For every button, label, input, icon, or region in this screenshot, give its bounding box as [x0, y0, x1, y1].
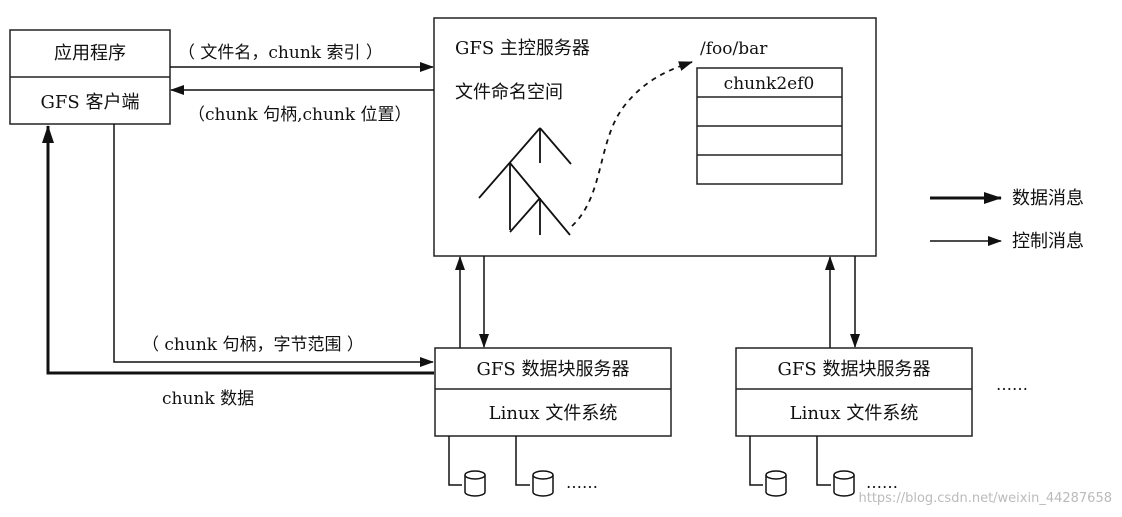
request-to-chunkserver-label: （ chunk 句柄，字节范围 ） [142, 335, 364, 355]
file-path-label: /foo/bar [700, 39, 768, 59]
legend-control-label: 控制消息 [1012, 231, 1084, 252]
chunk-data-label: chunk 数据 [162, 389, 254, 409]
gfs-client-label: GFS 客户端 [41, 92, 140, 113]
request-to-chunkserver-arrow [113, 124, 434, 367]
namespace-label: 文件命名空间 [455, 82, 563, 103]
watermark: https://blog.csdn.net/weixin_44287658 [858, 491, 1112, 506]
chunkserver2-disks [749, 436, 831, 486]
application-label: 应用程序 [54, 43, 126, 64]
chunkserver1-disks [448, 436, 530, 486]
namespace-tree-icon [478, 127, 572, 236]
legend: 数据消息 控制消息 [930, 188, 1084, 252]
disk-icon [833, 470, 855, 497]
disk-icon [464, 470, 486, 497]
disk-icon [765, 470, 787, 497]
chunk-data-arrow [42, 125, 434, 375]
more-disks-ellipsis: …… [566, 473, 598, 492]
legend-data-label: 数据消息 [1012, 188, 1084, 209]
chunkserver-box: GFS 数据块服务器 Linux 文件系统 [735, 347, 973, 437]
more-servers-ellipsis: …… [996, 375, 1028, 394]
master-server-box: GFS 主控服务器 文件命名空间 /foo/bar chunk2ef0 [433, 17, 877, 257]
chunkserver-title: GFS 数据块服务器 [477, 359, 630, 380]
linux-fs-label: Linux 文件系统 [790, 403, 919, 424]
master-title: GFS 主控服务器 [455, 38, 590, 59]
more-disks-ellipsis: …… [866, 473, 898, 492]
request-to-master-label: （ 文件名，chunk 索引 ） [178, 43, 383, 63]
client-box: 应用程序 GFS 客户端 [9, 29, 171, 125]
chunkserver-title: GFS 数据块服务器 [778, 359, 931, 380]
disk-icon [532, 470, 554, 497]
reply-from-master-label: （chunk 句柄,chunk 位置） [188, 105, 412, 125]
chunk-table-cell: chunk2ef0 [724, 74, 815, 94]
linux-fs-label: Linux 文件系统 [489, 403, 618, 424]
chunkserver-box: GFS 数据块服务器 Linux 文件系统 [434, 347, 672, 437]
chunk-table: chunk2ef0 [696, 67, 843, 185]
